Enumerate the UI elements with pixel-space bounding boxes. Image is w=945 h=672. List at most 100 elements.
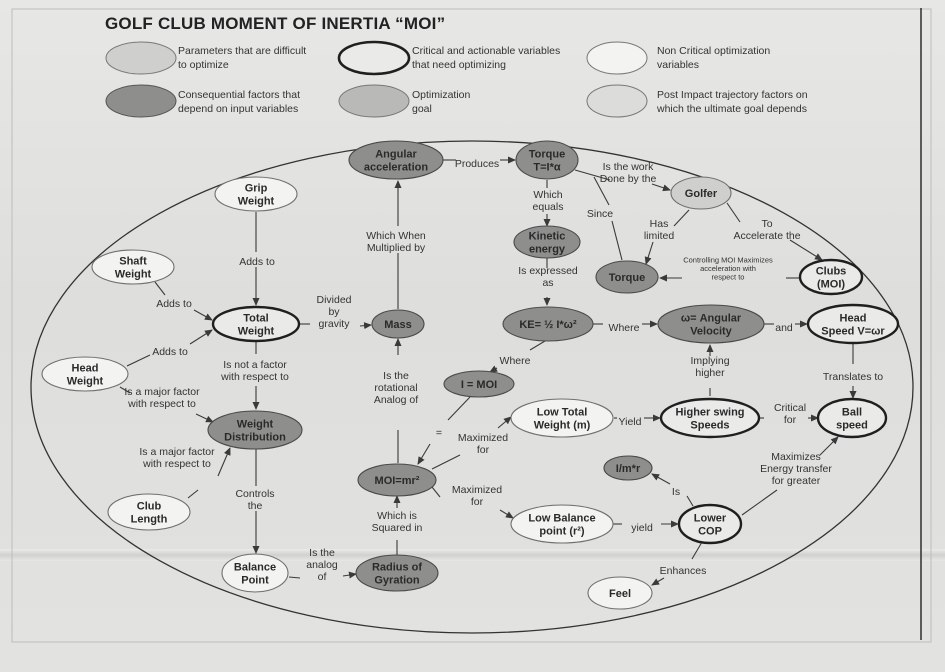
edge-label-text-where-1-1: Where (609, 322, 640, 334)
edge-label-text-is-the-analog-of-1: Is the (309, 547, 335, 559)
edge-label-text-to-accelerate-1: To (761, 218, 772, 230)
edge-label-text-adds-to-head-1: Adds to (152, 346, 188, 358)
edge-label-text-yield-2-1: yield (631, 522, 653, 534)
node-text-kinetic-energy-1: Kinetic (529, 231, 566, 243)
edge-label-text-which-when-multiplied-1: Which When (366, 230, 426, 242)
legend-text-postimpact: Post Impact trajectory factors on which … (657, 89, 808, 115)
node-text-golfer-1: Golfer (685, 188, 718, 200)
node-shape-i-m-r (603, 455, 653, 481)
node-text-low-total-weight-1: Low Total (537, 407, 588, 419)
edge-label-where-1: Where (609, 322, 640, 334)
connector-line-22 (193, 309, 213, 321)
edge-label-text-which-when-multiplied-2: Multiplied by (367, 242, 426, 254)
edge-label-text-implying-higher-1: Implying (690, 355, 729, 367)
edge-label-text-maximized-for-2-2: for (471, 496, 484, 508)
connector-line-24 (359, 322, 372, 330)
connector-line-67 (288, 576, 301, 579)
node-ke: KE= ½ I*ω² (502, 306, 594, 342)
node-shape-ball-speed (816, 397, 888, 439)
connector-line-50 (497, 416, 512, 429)
edge-label-text-is-the-rotational-analog-2: rotational (374, 382, 417, 394)
node-shape-mass (371, 309, 425, 339)
legend-swatch-difficult (105, 41, 177, 75)
legend-text-noncritical: Non Critical optimization variables (657, 45, 771, 71)
node-text-angular-acceleration-2: acceleration (364, 162, 428, 174)
node-text-kinetic-energy-2: energy (529, 244, 566, 256)
node-shape-shaft-weight (91, 249, 175, 285)
node-shape-angular-velocity (657, 304, 765, 344)
node-text-weight-distribution-2: Distribution (224, 432, 286, 444)
node-text-ball-speed-1: Ball (842, 407, 862, 419)
node-shape-torque-mid (595, 260, 659, 294)
edge-label-text-since-1: Since (587, 208, 613, 220)
legend-text-consequential: Consequential factors that depend on inp… (178, 89, 300, 115)
node-text-i-m-r-1: I/m*r (616, 463, 641, 475)
node-text-clubs-moi-1: Clubs (816, 266, 847, 278)
node-shape-low-balance-point (510, 504, 614, 544)
node-text-ke-1: KE= ½ I*ω² (519, 319, 577, 331)
node-text-moi-mr2-1: MOI=mr² (375, 475, 420, 487)
node-text-lower-cop-2: COP (698, 526, 722, 538)
edge-label-text-major-factor-length-1: Is a major factor (139, 446, 215, 458)
node-text-angular-acceleration-1: Angular (375, 149, 417, 161)
connector-line-41 (119, 386, 131, 394)
node-mass: Mass (371, 309, 425, 339)
edge-label-text-is-expressed-as-1: Is expressed (518, 265, 578, 277)
node-text-mass-1: Mass (384, 319, 412, 331)
edge-label-yield-1: Yield (619, 416, 642, 428)
node-text-shaft-weight-1: Shaft (119, 256, 147, 268)
node-text-i-moi-1: I = MOI (461, 379, 497, 391)
edge-label-adds-to-head: Adds to (152, 346, 188, 358)
connector-line-8 (611, 220, 623, 261)
page-frame (11, 8, 932, 643)
node-text-total-weight-1: Total (243, 313, 268, 325)
node-shape-feel (587, 576, 653, 610)
edge-label-text-has-limited-2: limited (644, 230, 675, 242)
node-shape-i-moi (443, 370, 515, 398)
edge-label-translates-to: Translates to (823, 371, 883, 383)
edge-label-text-which-is-squared-2: Squared in (372, 522, 423, 534)
connector-line-60 (499, 509, 514, 519)
connector-line-53 (741, 489, 778, 516)
connector-line-10 (644, 241, 654, 265)
node-shape-kinetic-energy (513, 225, 581, 259)
node-text-feel-1: Feel (609, 588, 631, 600)
edge-label-text-is-1: Is (672, 486, 680, 498)
node-i-m-r: I/m*r (603, 455, 653, 481)
edge-label-text-controls-the-2: the (248, 500, 263, 512)
edge-label-text-maximizes-energy-2: Energy transfer (760, 463, 832, 475)
node-shape-clubs-moi (798, 258, 864, 296)
edge-label-equals-sign: = (436, 427, 442, 439)
edge-label-adds-to-grip: Adds to (239, 256, 275, 268)
edge-label-text-is-the-analog-of-2: analog (306, 559, 338, 571)
edge-label-text-is-the-work-2: Done by the (600, 173, 657, 185)
concept-nodes: AngularaccelerationTorqueT=I*αGolferGrip… (41, 140, 900, 610)
connector-line-7 (593, 176, 610, 206)
edge-label-text-controls-the-1: Controls (235, 488, 274, 500)
node-text-head-speed-1: Head (840, 313, 867, 325)
edge-label-text-major-factor-head-1: Is a major factor (124, 386, 200, 398)
node-shape-angular-acceleration (348, 140, 444, 180)
node-i-moi: I = MOI (443, 370, 515, 398)
edge-label-text-is-the-rotational-analog-3: Analog of (374, 394, 418, 406)
enclosing-oval (30, 140, 914, 634)
edge-label-text-where-2-1: Where (500, 355, 531, 367)
edge-label-text-has-limited-1: Has (650, 218, 669, 230)
edge-label-yield-2: yield (631, 522, 653, 534)
edge-label-produces: Produces (455, 158, 499, 170)
connector-line-42 (195, 413, 214, 423)
